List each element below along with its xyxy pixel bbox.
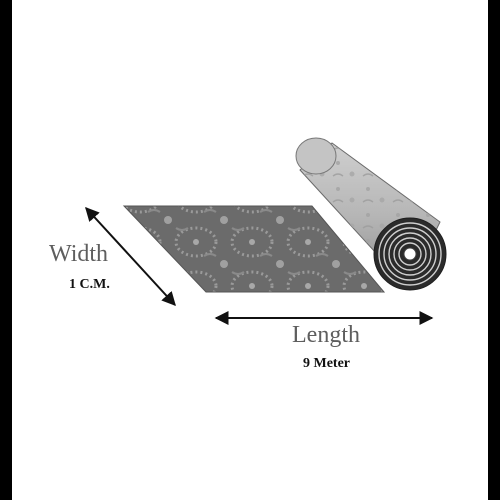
length-value: 9 Meter xyxy=(303,356,350,371)
roll-core xyxy=(403,247,417,261)
fabric-sheet xyxy=(122,205,386,293)
width-label: Width xyxy=(49,241,108,267)
width-arrow xyxy=(85,206,176,307)
fabric-roll xyxy=(295,137,447,291)
length-label: Length xyxy=(292,322,360,348)
roll-back-cap xyxy=(295,137,337,175)
roll-end-cap xyxy=(373,217,447,291)
width-value: 1 C.M. xyxy=(69,277,110,292)
